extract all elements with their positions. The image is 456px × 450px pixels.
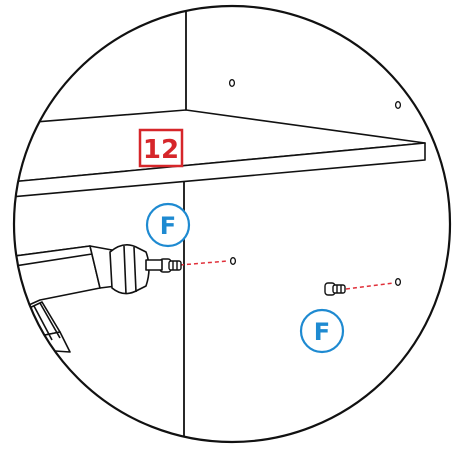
shelf-front-edge	[14, 142, 426, 198]
pin-hole	[394, 278, 402, 286]
step-number: 12	[143, 135, 179, 165]
step-number-badge: 12	[138, 128, 184, 168]
shelf-pin-on-tool	[159, 258, 182, 273]
pin-hole	[229, 257, 237, 265]
shelf-pin	[324, 282, 346, 296]
part-label-badge: F	[299, 308, 345, 354]
detail-lens-outline	[12, 4, 452, 444]
part-label-badge: F	[145, 202, 191, 248]
part-label: F	[160, 212, 176, 240]
insert-guide-line	[179, 260, 229, 266]
pin-hole	[228, 79, 236, 87]
part-label: F	[314, 318, 330, 346]
screwdriver-tool	[14, 244, 163, 353]
magnified-view	[14, 8, 426, 442]
insert-guide-line	[345, 282, 395, 290]
pin-hole	[394, 101, 402, 109]
